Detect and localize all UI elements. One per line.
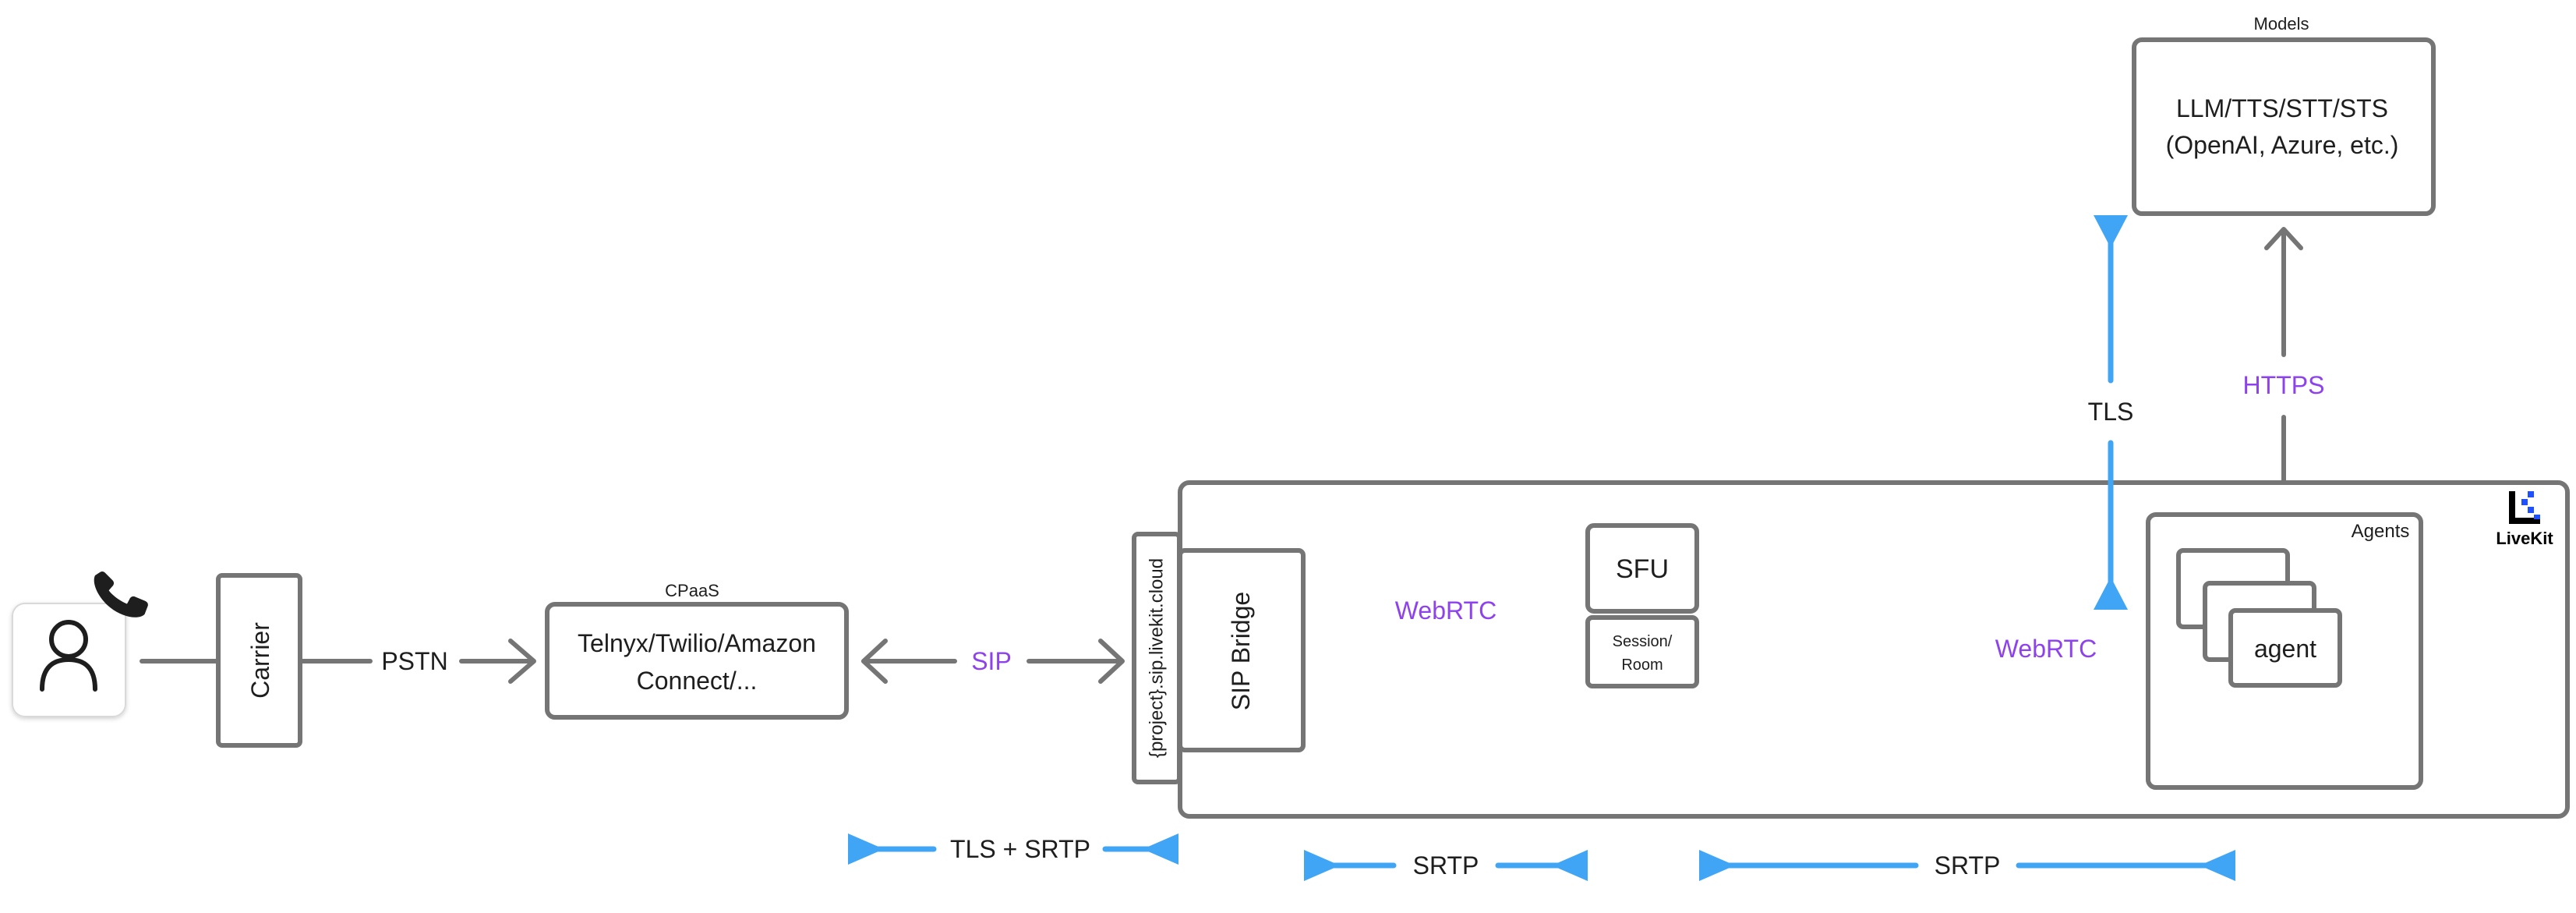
bridge-webrtc-label: WebRTC	[1395, 596, 1496, 625]
agent-webrtc-label: WebRTC	[1995, 635, 2097, 663]
srtp-1-label: SRTP	[1413, 851, 1479, 879]
cpaas-label-line1: Telnyx/Twilio/Amazon	[578, 629, 816, 657]
connection-labels: PSTN SIP WebRTC WebRTC HTTPS	[381, 371, 2324, 675]
session-room-node: Session/ Room	[1585, 615, 1699, 688]
sip-right-arrowhead	[1098, 639, 1125, 684]
sip-domain-label: {project}.sip.livekit.cloud	[1147, 558, 1168, 758]
sip-label: SIP	[971, 647, 1012, 675]
cpaas-label-line2: Connect/...	[637, 667, 758, 695]
cpaas-node: CPaaS Telnyx/Twilio/Amazon Connect/...	[545, 581, 849, 720]
tls-band-bottom-arrow	[2094, 577, 2128, 610]
models-label-line1: LLM/TTS/STT/STS	[2176, 94, 2388, 122]
phone-icon	[94, 572, 148, 618]
security-band-srtp-2: SRTP	[1699, 850, 2235, 881]
sfu-box	[1585, 523, 1699, 614]
sip-left-arrowhead	[861, 639, 888, 684]
srtp-1-right-arrow	[1552, 850, 1588, 881]
livekit-logo-bar-black	[2509, 491, 2515, 524]
https-up-arrowhead	[2264, 227, 2303, 250]
sfu-node: SFU	[1585, 523, 1699, 614]
models-label-line2: (OpenAI, Azure, etc.)	[2166, 131, 2399, 159]
models-box	[2132, 37, 2436, 216]
livekit-logo-wordmark: LiveKit	[2496, 529, 2553, 548]
livekit-logo-bit-1	[2528, 491, 2534, 497]
agent-label: agent	[2254, 635, 2316, 663]
srtp-2-label: SRTP	[1935, 851, 2001, 879]
tls-label: TLS	[2088, 398, 2134, 426]
agents-group-title: Agents	[2352, 521, 2410, 542]
caller	[12, 572, 148, 717]
livekit-logo: LiveKit	[2496, 491, 2553, 548]
srtp-2-right-arrow	[2200, 850, 2235, 881]
carrier-node: Carrier	[216, 573, 302, 748]
sip-bridge-label: SIP Bridge	[1227, 592, 1255, 710]
livekit-logo-bit-2	[2521, 499, 2528, 505]
cpaas-title: CPaaS	[665, 581, 719, 600]
pstn-arrowhead	[508, 639, 536, 684]
security-band-tls-srtp: TLS + SRTP	[848, 833, 1178, 865]
livekit-logo-bit-4	[2534, 515, 2540, 519]
agents-group: Agents agent	[2146, 512, 2423, 790]
https-label: HTTPS	[2243, 371, 2325, 399]
livekit-logo-bar-base	[2509, 518, 2540, 524]
carrier-label: Carrier	[246, 622, 274, 699]
tls-band: TLS	[2088, 215, 2134, 610]
sip-domain-node: {project}.sip.livekit.cloud	[1132, 532, 1182, 784]
models-node: Models LLM/TTS/STT/STS (OpenAI, Azure, e…	[2132, 14, 2436, 216]
cpaas-box	[545, 602, 849, 720]
tls-band-top-arrow	[2094, 215, 2128, 248]
models-title: Models	[2254, 14, 2309, 34]
carrier-box	[216, 573, 302, 748]
sfu-label: SFU	[1616, 554, 1669, 584]
livekit-logo-bit-3	[2528, 507, 2534, 513]
session-room-box	[1585, 615, 1699, 688]
tls-srtp-right-arrow	[1143, 833, 1178, 865]
security-band-srtp-1: SRTP	[1304, 850, 1588, 881]
sip-bridge-box	[1178, 548, 1306, 752]
agent-box	[2228, 608, 2342, 688]
session-room-label-line1: Session/	[1613, 633, 1673, 650]
user-icon	[40, 620, 97, 692]
tls-srtp-label: TLS + SRTP	[950, 835, 1090, 863]
sip-bridge-node: SIP Bridge	[1178, 548, 1306, 752]
pstn-label: PSTN	[381, 647, 447, 675]
session-room-label-line2: Room	[1621, 656, 1663, 674]
